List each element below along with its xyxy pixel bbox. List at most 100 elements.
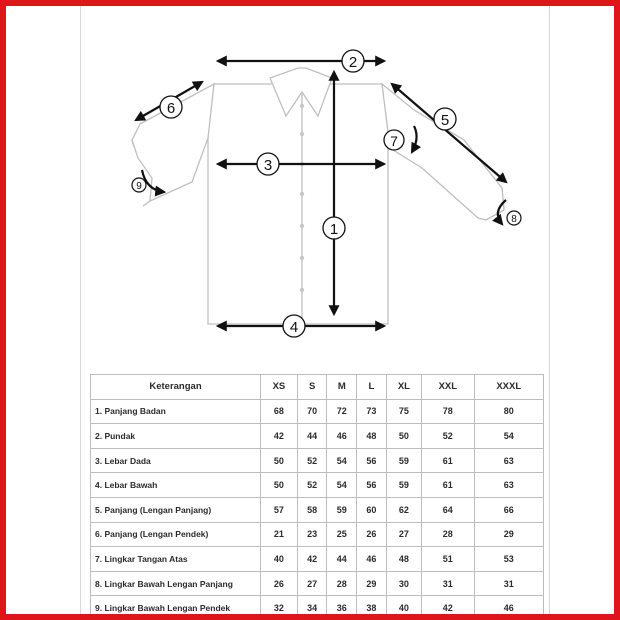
table-cell: 72 (326, 398, 358, 425)
table-cell: 64 (421, 496, 475, 523)
shirt-button (299, 287, 305, 293)
table-cell: 61 (421, 472, 475, 498)
marker-7-label: 7 (390, 133, 398, 149)
shirt-body (207, 83, 389, 325)
table-cell: 56 (356, 472, 387, 498)
header-size: M (326, 374, 358, 400)
table-cell: 59 (385, 472, 423, 498)
shirt-measurement-diagram: 1 2 3 4 5 6 7 (131, 49, 522, 338)
shirt-button (299, 191, 305, 197)
table-cell: 29 (473, 521, 545, 548)
table-cell: 51 (421, 546, 475, 572)
marker-9-label: 9 (136, 181, 142, 192)
table-cell: 68 (260, 398, 298, 425)
row-label: 9. Lingkar Bawah Lengan Pendek (90, 595, 261, 614)
table-row: 5. Panjang (Lengan Panjang) 57 58 59 60 … (90, 496, 545, 523)
table-cell: 75 (385, 398, 423, 425)
table-cell: 40 (260, 546, 298, 572)
table-row: 3. Lebar Dada 50 52 54 56 59 61 63 (90, 447, 545, 474)
shirt-button (299, 103, 305, 109)
shirt-outline (131, 67, 505, 325)
table-cell: 44 (326, 546, 358, 572)
table-cell: 30 (385, 570, 423, 597)
table-cell: 34 (296, 595, 328, 614)
row-label: 7. Lingkar Tangan Atas (90, 546, 261, 572)
table-cell: 54 (473, 423, 545, 449)
header-size: S (296, 374, 328, 400)
marker-2-label: 2 (349, 54, 357, 71)
marker-8-label: 8 (511, 214, 517, 225)
marker-4-label: 4 (290, 319, 298, 336)
table-cell: 26 (356, 521, 387, 548)
table-cell: 59 (326, 496, 358, 523)
table-cell: 21 (260, 521, 298, 548)
table-cell: 28 (421, 521, 475, 548)
table-cell: 70 (296, 398, 328, 425)
table-cell: 44 (296, 423, 328, 449)
right-sleeve (381, 82, 505, 219)
table-row: 4. Lebar Bawah 50 52 54 56 59 61 63 (90, 472, 545, 498)
row-label: 1. Panjang Badan (90, 398, 261, 425)
header-size: XXXL (473, 374, 545, 400)
marker-6-label: 6 (167, 100, 175, 117)
shirt-button (299, 131, 305, 137)
table-cell: 42 (260, 423, 298, 449)
table-cell: 57 (260, 496, 298, 523)
table-cell: 46 (326, 423, 358, 449)
table-cell: 58 (296, 496, 328, 523)
table-row: 8. Lingkar Bawah Lengan Panjang 26 27 28… (90, 570, 545, 597)
table-cell: 28 (326, 570, 358, 597)
header-size: L (356, 374, 387, 400)
table-cell: 62 (385, 496, 423, 523)
marker-6: 6 (159, 95, 183, 119)
table-cell: 25 (326, 521, 358, 548)
table-cell: 60 (356, 496, 387, 523)
table-cell: 73 (356, 398, 387, 425)
shirt-button (299, 223, 305, 229)
table-cell: 29 (356, 570, 387, 597)
table-cell: 42 (421, 595, 475, 614)
table-cell: 50 (260, 447, 298, 474)
table-cell: 63 (473, 447, 545, 474)
table-cell: 54 (326, 447, 358, 474)
marker-1-label: 1 (330, 221, 338, 238)
row-label: 5. Panjang (Lengan Panjang) (90, 496, 261, 523)
table-cell: 46 (356, 546, 387, 572)
table-cell: 31 (421, 570, 475, 597)
table-cell: 50 (260, 472, 298, 498)
arrow-upper-arm (410, 125, 422, 154)
table-cell: 50 (385, 423, 423, 449)
table-cell: 78 (421, 398, 475, 425)
marker-5: 5 (433, 107, 457, 131)
table-cell: 23 (296, 521, 328, 548)
shirt-button (299, 255, 305, 261)
table-cell: 42 (296, 546, 328, 572)
size-table: Keterangan XS S M L XL XXL XXXL 1. Panja… (90, 374, 545, 614)
marker-3-label: 3 (264, 157, 272, 174)
marker-group: 1 2 3 4 5 6 7 (131, 49, 522, 338)
header-size: XXL (421, 374, 475, 400)
header-size: XS (260, 374, 298, 400)
table-row: 7. Lingkar Tangan Atas 40 42 44 46 48 51… (90, 546, 545, 572)
table-cell: 59 (385, 447, 423, 474)
table-row: 1. Panjang Badan 68 70 72 73 75 78 80 (90, 398, 545, 425)
table-cell: 26 (260, 570, 298, 597)
table-cell: 54 (326, 472, 358, 498)
table-cell: 31 (473, 570, 545, 597)
table-header-row: Keterangan XS S M L XL XXL XXXL (90, 374, 545, 400)
table-cell: 27 (385, 521, 423, 548)
header-size: XL (385, 374, 423, 400)
table-row: 2. Pundak 42 44 46 48 50 52 54 (90, 423, 545, 449)
table-cell: 52 (296, 472, 328, 498)
table-row: 6. Panjang (Lengan Pendek) 21 23 25 26 2… (90, 521, 545, 548)
row-label: 3. Lebar Dada (90, 447, 261, 474)
table-cell: 36 (326, 595, 358, 614)
marker-1: 1 (322, 216, 346, 240)
table-cell: 63 (473, 472, 545, 498)
table-cell: 80 (473, 398, 545, 425)
row-label: 8. Lingkar Bawah Lengan Panjang (90, 570, 261, 597)
marker-2: 2 (341, 49, 365, 73)
collar (269, 67, 333, 118)
arrow-long-sleeve (390, 82, 508, 184)
table-cell: 48 (385, 546, 423, 572)
